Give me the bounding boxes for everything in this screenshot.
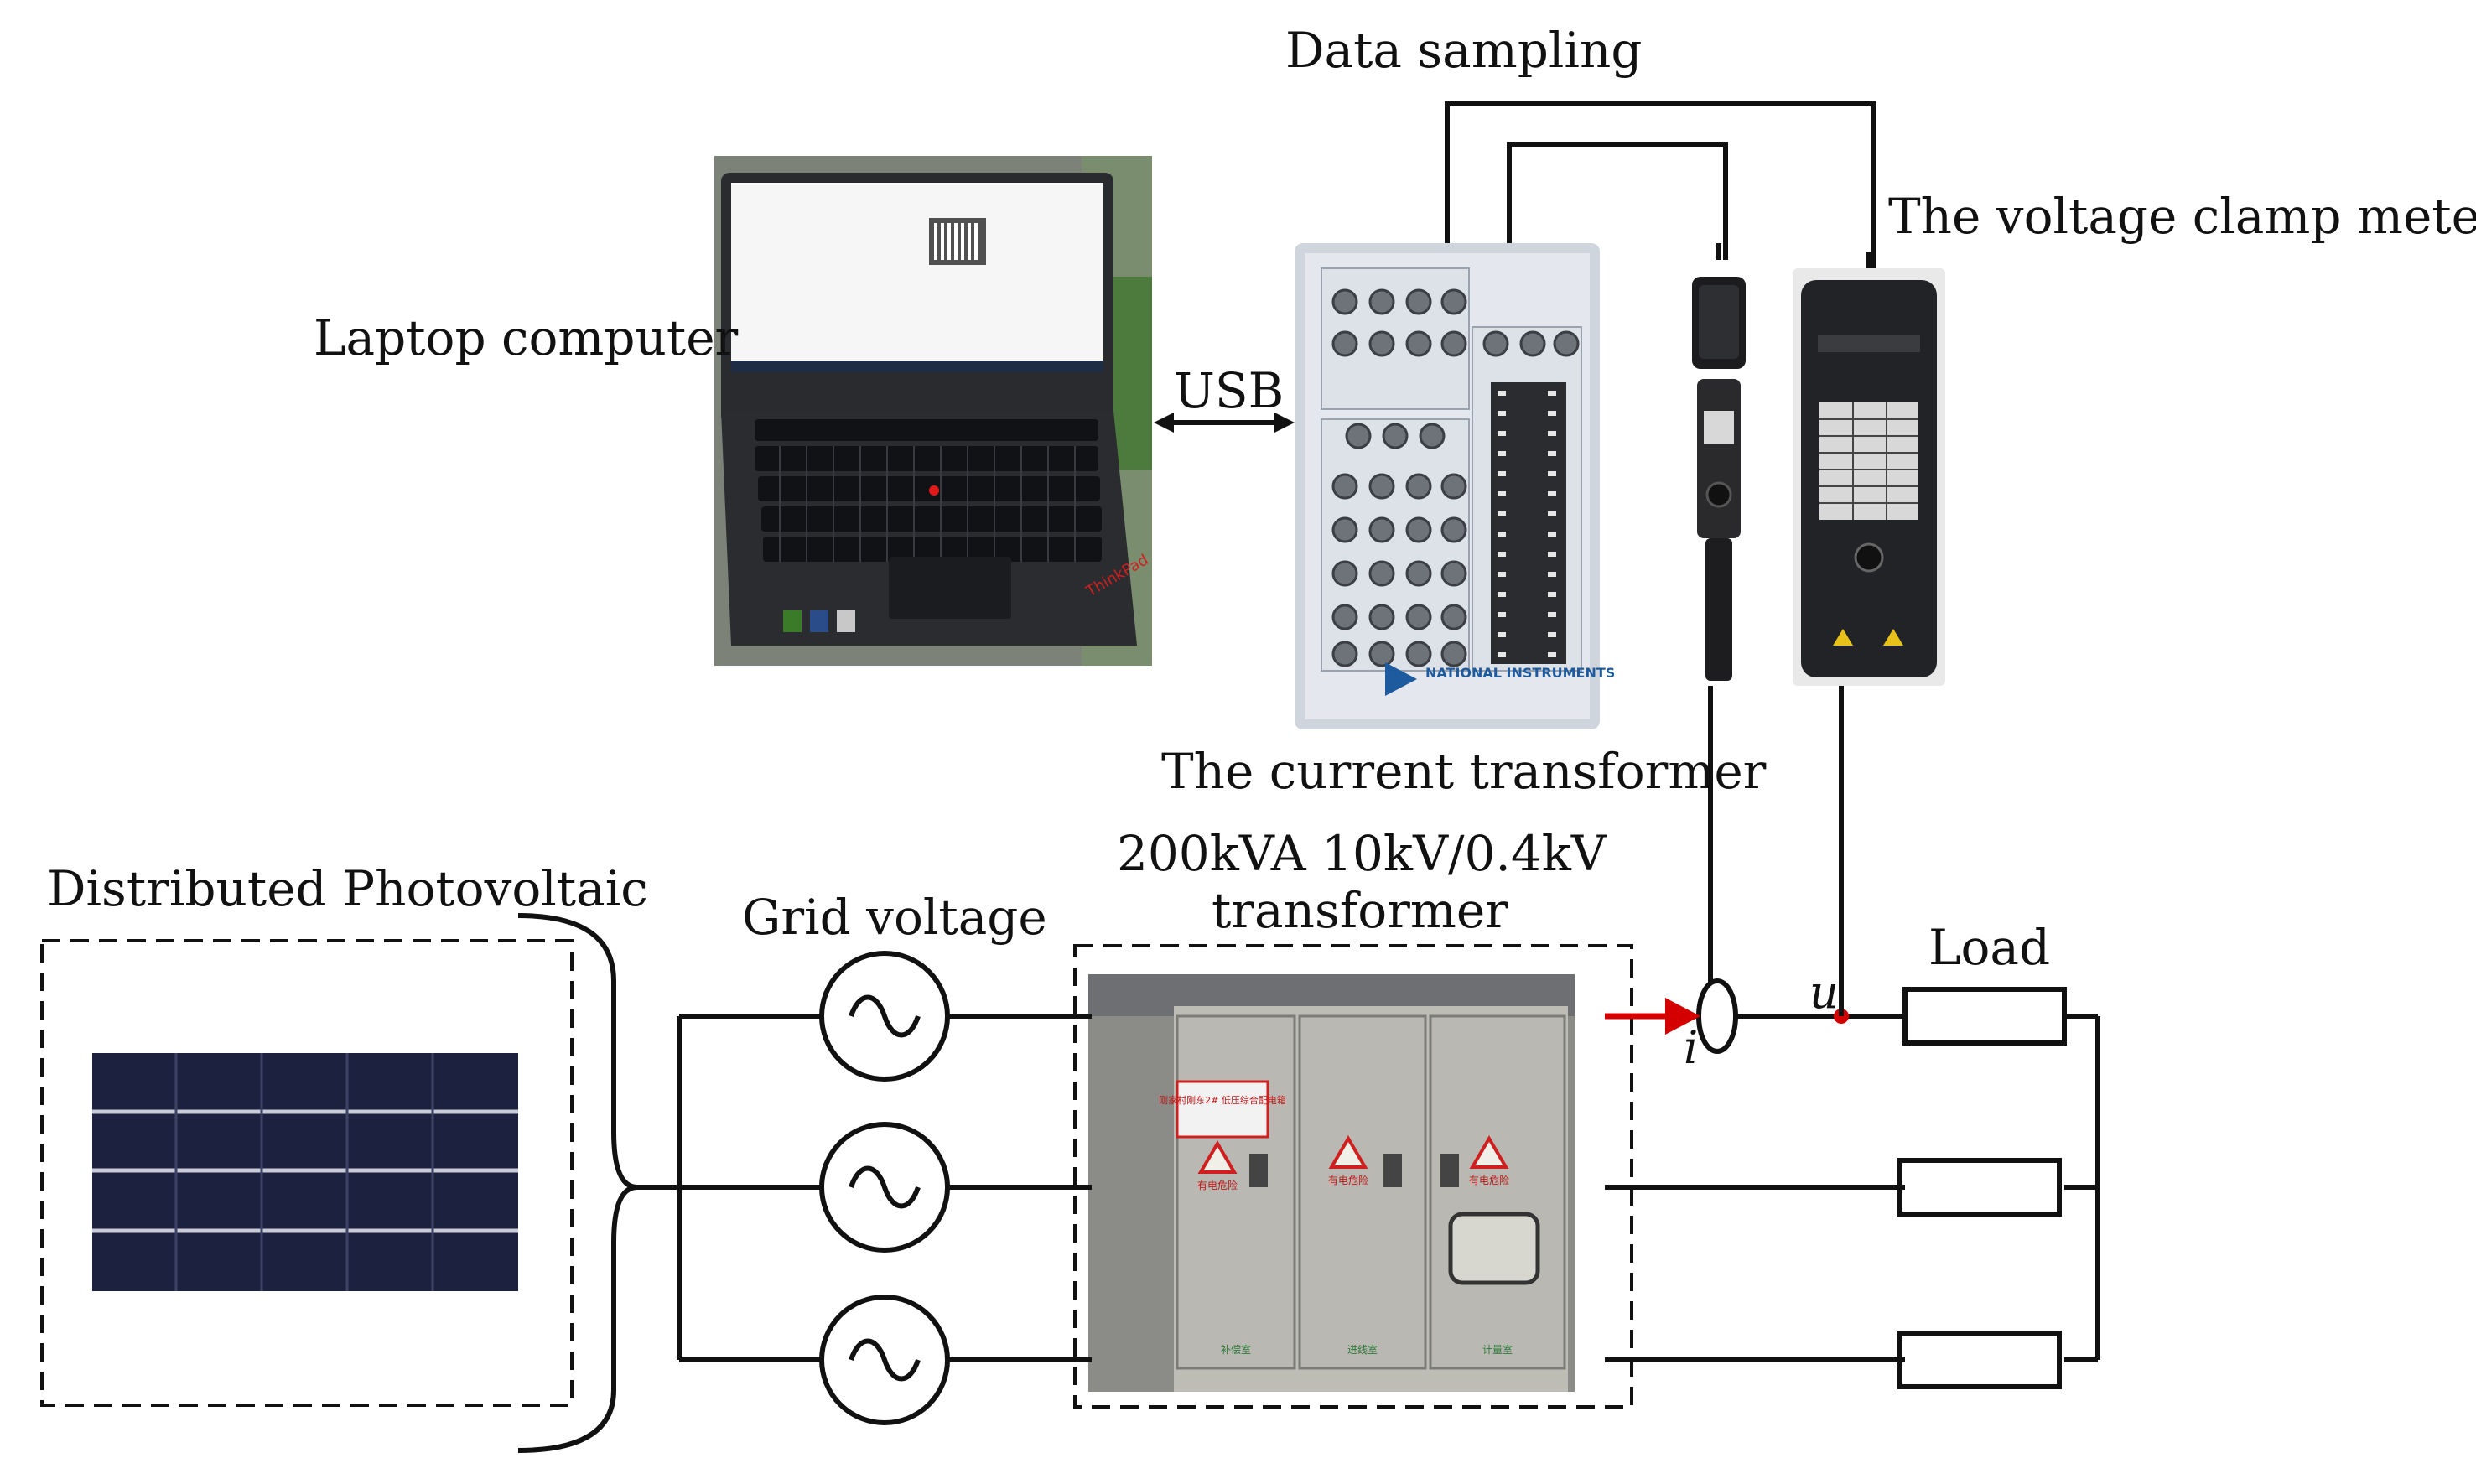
sensor-leads <box>1708 243 1871 1016</box>
label-grid-voltage: Grid voltage <box>742 889 1047 946</box>
compartment-label-3: 计量室 <box>1482 1343 1513 1356</box>
cabinet-sign-text: 刚家村刚东2# 低压综合配电箱 <box>1159 1094 1286 1106</box>
danger-label-3: 有电危险 <box>1469 1174 1509 1186</box>
compartment-label-2: 进线室 <box>1347 1343 1378 1356</box>
label-usb: USB <box>1174 362 1284 419</box>
ac-source-1 <box>819 951 950 1082</box>
danger-label-1: 有电危险 <box>1197 1179 1238 1191</box>
label-distributed-pv: Distributed Photovoltaic <box>47 860 648 917</box>
label-current-transformer: The current transformer <box>1161 743 1767 800</box>
daq-device-photo: NATIONAL INSTRUMENTS <box>1295 243 1615 729</box>
label-transformer-rating: 200kVA 10kV/0.4kV <box>1117 825 1607 882</box>
current-clamp-photo <box>1685 260 1752 686</box>
transformer-dashed-box <box>1073 944 1633 1409</box>
label-current-i: i <box>1684 1021 1698 1074</box>
load-wiring <box>1605 1014 2100 1362</box>
pv-dashed-box <box>40 939 574 1407</box>
data-sampling-cables <box>1445 101 1876 268</box>
usb-link <box>1154 413 1295 433</box>
label-voltage-u: u <box>1809 966 1839 1019</box>
label-load: Load <box>1928 919 2050 976</box>
ac-source-3 <box>819 1295 950 1425</box>
pv-panel-photo <box>92 1053 518 1291</box>
load-resistor-2 <box>1897 1158 2062 1217</box>
compartment-label-1: 补偿室 <box>1221 1343 1251 1356</box>
daq-brand-text: NATIONAL INSTRUMENTS <box>1425 665 1615 681</box>
voltage-probe-photo <box>1793 268 1945 686</box>
pv-bracket <box>517 913 638 1453</box>
label-laptop-computer: Laptop computer <box>314 309 739 366</box>
ac-source-2 <box>819 1122 950 1253</box>
load-resistor-3 <box>1897 1331 2062 1389</box>
grid-wiring <box>637 1014 1092 1362</box>
current-clamp-ring <box>1696 978 1738 1054</box>
label-data-sampling: Data sampling <box>1285 22 1642 79</box>
load-resistor-1 <box>1902 987 2067 1046</box>
label-transformer: transformer <box>1212 882 1508 939</box>
distribution-cabinet-photo: 刚家村刚东2# 低压综合配电箱 有电危险 有电危险 有电危险 补偿室 进线室 计… <box>1088 974 1575 1392</box>
laptop-photo: ThinkPad <box>714 156 1152 666</box>
label-voltage-clamp-meter: The voltage clamp meter <box>1888 188 2476 245</box>
current-direction-arrow <box>1665 998 1700 1035</box>
danger-label-2: 有电危险 <box>1328 1174 1368 1186</box>
